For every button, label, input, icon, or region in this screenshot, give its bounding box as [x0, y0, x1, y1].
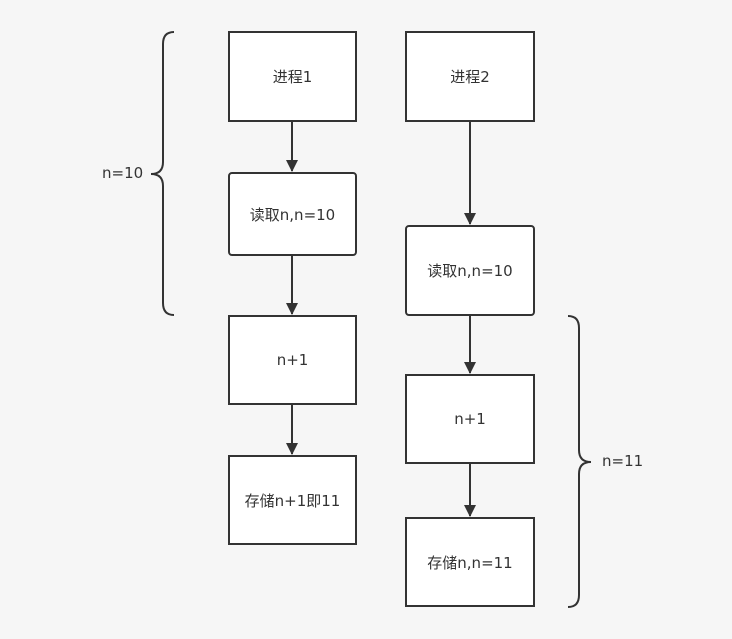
- process2-title: 进程2: [450, 68, 490, 86]
- right-brace-label: n=11: [602, 452, 644, 470]
- process1-title-box: 进程1: [228, 31, 357, 122]
- process2-title-box: 进程2: [405, 31, 535, 122]
- process2-store-box: 存储n,n=11: [405, 517, 535, 607]
- process1-title: 进程1: [272, 68, 313, 86]
- process1-read-label: 读取n,n=10: [249, 205, 336, 224]
- process1-increment-label: n+1: [276, 351, 309, 369]
- process2-increment-label: n+1: [454, 410, 486, 428]
- process2-increment-box: n+1: [405, 374, 535, 464]
- left-brace-label: n=10: [102, 164, 144, 182]
- left-curly-brace: [150, 31, 175, 316]
- process2-store-label: 存储n,n=11: [427, 553, 513, 572]
- process1-increment-box: n+1: [228, 315, 357, 405]
- right-curly-brace: [567, 315, 592, 608]
- process2-read-label: 读取n,n=10: [427, 262, 513, 280]
- process2-read-box: 读取n,n=10: [405, 225, 535, 316]
- process1-store-label: 存储n+1即11: [244, 491, 341, 510]
- process1-read-box: 读取n,n=10: [228, 172, 357, 256]
- process1-store-box: 存储n+1即11: [228, 455, 357, 545]
